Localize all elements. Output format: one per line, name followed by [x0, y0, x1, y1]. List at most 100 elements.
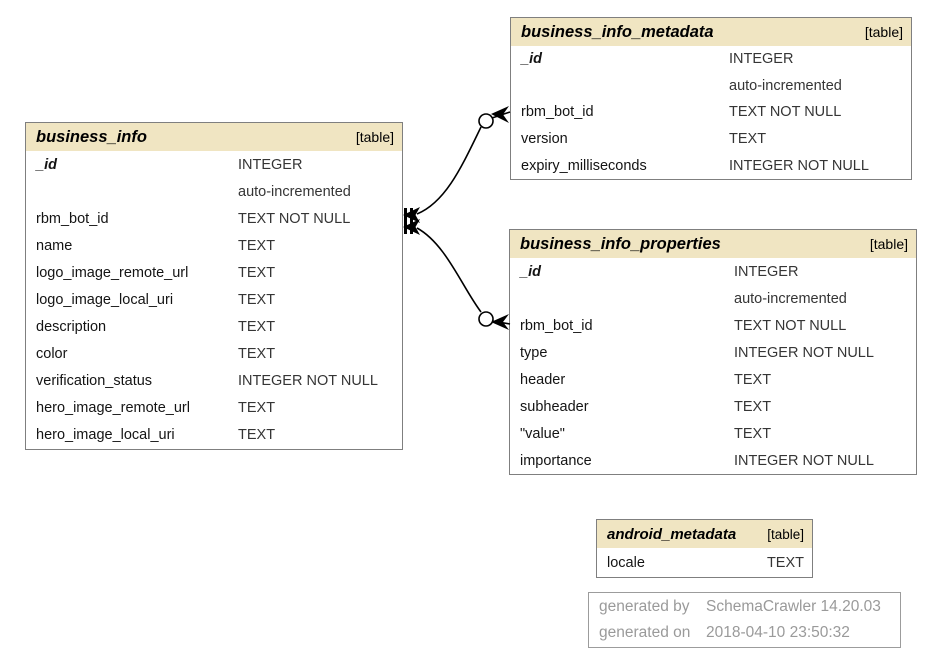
column-name: rbm_bot_id [521, 104, 594, 121]
column-row: expiry_milliseconds INTEGER NOT NULL [511, 152, 911, 179]
crows-foot-junction-icon [403, 207, 420, 235]
column-name: verification_status [36, 373, 153, 390]
column-row: auto-incremented [26, 178, 402, 205]
arrowhead-icon [491, 106, 509, 123]
column-name: rbm_bot_id [36, 210, 109, 227]
column-row: hero_image_remote_url TEXT [26, 395, 402, 422]
column-type: TEXT [729, 131, 767, 148]
column-name: name [36, 237, 73, 254]
column-name: "value" [520, 425, 565, 442]
column-type: INTEGER [238, 156, 303, 173]
column-name: logo_image_remote_url [36, 264, 189, 281]
column-row: importance INTEGER NOT NULL [510, 447, 916, 474]
column-name: locale [607, 554, 645, 571]
relationship-line-business-info-metadata [416, 126, 482, 215]
column-type: TEXT [766, 554, 804, 571]
column-row: logo_image_remote_url TEXT [26, 259, 402, 286]
column-type: TEXT NOT NULL [238, 210, 351, 227]
column-row: auto-incremented [510, 285, 916, 312]
column-type: TEXT [238, 400, 276, 417]
column-row: _id INTEGER [511, 46, 911, 73]
column-type: auto-incremented [734, 290, 847, 307]
table-title: business_info [36, 127, 147, 146]
column-row: type INTEGER NOT NULL [510, 339, 916, 366]
column-row: "value" TEXT [510, 420, 916, 447]
column-type: TEXT NOT NULL [729, 104, 842, 121]
table-android-metadata: android_metadata [table] locale TEXT [596, 519, 813, 578]
column-type: INTEGER NOT NULL [238, 373, 378, 390]
column-type: TEXT NOT NULL [734, 317, 847, 334]
arrowhead-icon [491, 314, 509, 330]
column-row: description TEXT [26, 314, 402, 341]
column-row: name TEXT [26, 232, 402, 259]
table-business-info: business_info [table] _id INTEGER auto-i… [25, 122, 403, 450]
generation-timestamp: 2018-04-10 23:50:32 [706, 624, 850, 641]
relationship-line-business-info-properties [416, 227, 482, 313]
column-type: INTEGER NOT NULL [734, 452, 874, 469]
table-header: business_info [table] [26, 123, 402, 151]
column-type: TEXT [734, 425, 772, 442]
column-name: _id [521, 51, 542, 68]
column-name: version [521, 131, 568, 148]
column-name: rbm_bot_id [520, 317, 593, 334]
column-row: verification_status INTEGER NOT NULL [26, 368, 402, 395]
column-row: auto-incremented [511, 73, 911, 100]
column-type: INTEGER NOT NULL [729, 157, 869, 174]
column-type: auto-incremented [729, 77, 842, 94]
column-row: locale TEXT [597, 548, 812, 577]
table-title: business_info_properties [520, 234, 721, 253]
column-row: hero_image_local_uri TEXT [26, 422, 402, 449]
table-type-badge: [table] [355, 129, 394, 145]
column-type: INTEGER NOT NULL [734, 344, 874, 361]
column-row: version TEXT [511, 126, 911, 153]
generation-info-box: generated by SchemaCrawler 14.20.03 gene… [588, 592, 901, 648]
column-name: _id [36, 156, 57, 173]
column-name: type [520, 344, 548, 361]
generated-on-label: generated on [599, 624, 691, 641]
column-name: color [36, 346, 68, 363]
generated-by-label: generated by [599, 598, 690, 615]
column-row: logo_image_local_uri TEXT [26, 286, 402, 313]
column-type: TEXT [238, 264, 276, 281]
table-header: android_metadata [table] [597, 520, 812, 548]
relationship-line-stub-metadata [491, 111, 511, 119]
column-type: TEXT [238, 346, 276, 363]
generated-by-row: generated by SchemaCrawler 14.20.03 [589, 594, 900, 620]
column-name: hero_image_remote_url [36, 400, 190, 417]
table-business-info-metadata: business_info_metadata [table] _id INTEG… [510, 17, 912, 180]
column-type: TEXT [238, 292, 276, 309]
column-name: expiry_milliseconds [521, 157, 647, 174]
table-header: business_info_properties [table] [510, 230, 916, 258]
column-type: TEXT [238, 427, 276, 444]
column-name: importance [520, 452, 592, 469]
column-row: rbm_bot_id TEXT NOT NULL [511, 99, 911, 126]
column-type: TEXT [734, 371, 772, 388]
column-name: subheader [520, 398, 589, 415]
table-business-info-properties: business_info_properties [table] _id INT… [509, 229, 917, 475]
table-type-badge: [table] [869, 236, 908, 252]
table-type-badge: [table] [767, 526, 804, 542]
table-header: business_info_metadata [table] [511, 18, 911, 46]
column-row: subheader TEXT [510, 393, 916, 420]
column-type: TEXT [238, 237, 276, 254]
column-name: hero_image_local_uri [36, 427, 175, 444]
relationship-line-stub-properties [491, 320, 511, 325]
column-row: color TEXT [26, 341, 402, 368]
column-type: TEXT [238, 319, 276, 336]
column-row: rbm_bot_id TEXT NOT NULL [510, 312, 916, 339]
generator-name: SchemaCrawler 14.20.03 [706, 598, 881, 615]
generated-on-row: generated on 2018-04-10 23:50:32 [589, 620, 900, 646]
zero-or-one-circle-icon [478, 311, 494, 327]
column-row: rbm_bot_id TEXT NOT NULL [26, 205, 402, 232]
table-title: business_info_metadata [521, 22, 714, 41]
zero-or-one-circle-icon [478, 113, 494, 129]
column-type: INTEGER [734, 263, 799, 280]
column-name: header [520, 371, 566, 388]
table-title: android_metadata [607, 525, 737, 543]
column-type: INTEGER [729, 51, 794, 68]
column-name: description [36, 319, 107, 336]
column-name: logo_image_local_uri [36, 292, 174, 309]
column-name: _id [520, 263, 541, 280]
column-type: auto-incremented [238, 183, 351, 200]
column-row: _id INTEGER [510, 258, 916, 285]
